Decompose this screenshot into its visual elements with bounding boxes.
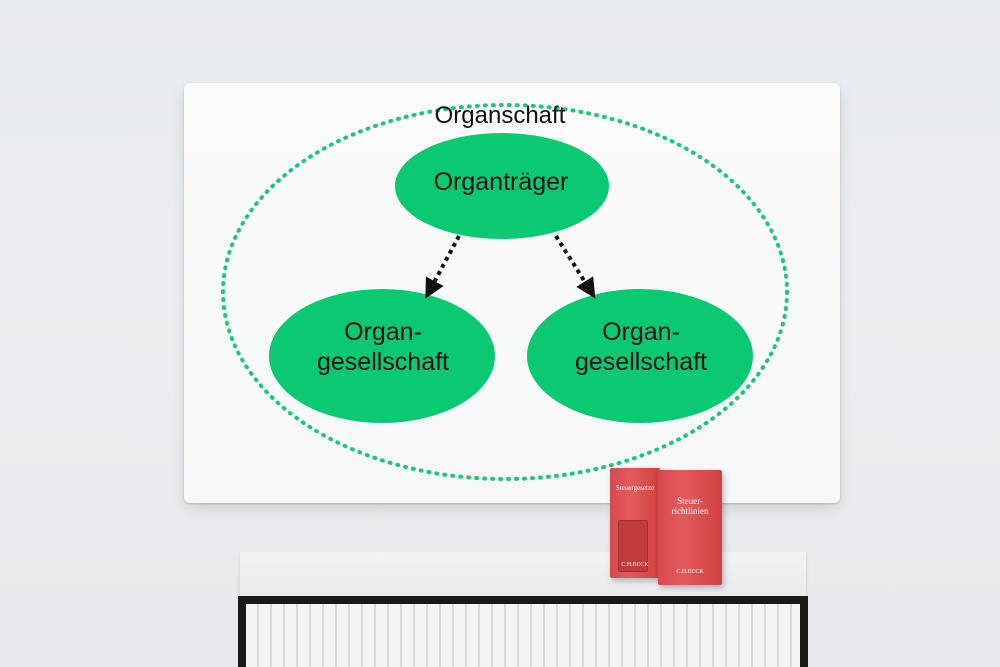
organgesellschaft-right-node bbox=[527, 289, 753, 423]
arrow-right bbox=[554, 234, 596, 299]
book1-spine-window bbox=[618, 520, 648, 572]
book2-publisher: C.H.BECK bbox=[676, 569, 704, 575]
book-steuerrichtlinien: Steuer- richtlinien C.H.BECK bbox=[658, 470, 722, 585]
book1-title: Steuergesetze bbox=[615, 484, 655, 492]
organtraeger-node bbox=[395, 133, 609, 239]
organschaft-boundary bbox=[221, 103, 789, 481]
book-steuergesetze: Steuergesetze C.H.BECK bbox=[610, 468, 660, 578]
organschaft-label: Organschaft bbox=[434, 102, 566, 129]
organtraeger-label: Organträger bbox=[433, 168, 569, 196]
arrow-left bbox=[425, 235, 461, 299]
book1-publisher: C.H.BECK bbox=[621, 562, 649, 568]
organgesellschaft-left-label: Organ- gesellschaft bbox=[316, 318, 450, 376]
tambour-door bbox=[246, 604, 800, 667]
organgesellschaft-right-label: Organ- gesellschaft bbox=[574, 318, 708, 376]
organgesellschaft-left-node bbox=[269, 289, 495, 423]
book2-title: Steuer- richtlinien bbox=[671, 496, 709, 516]
